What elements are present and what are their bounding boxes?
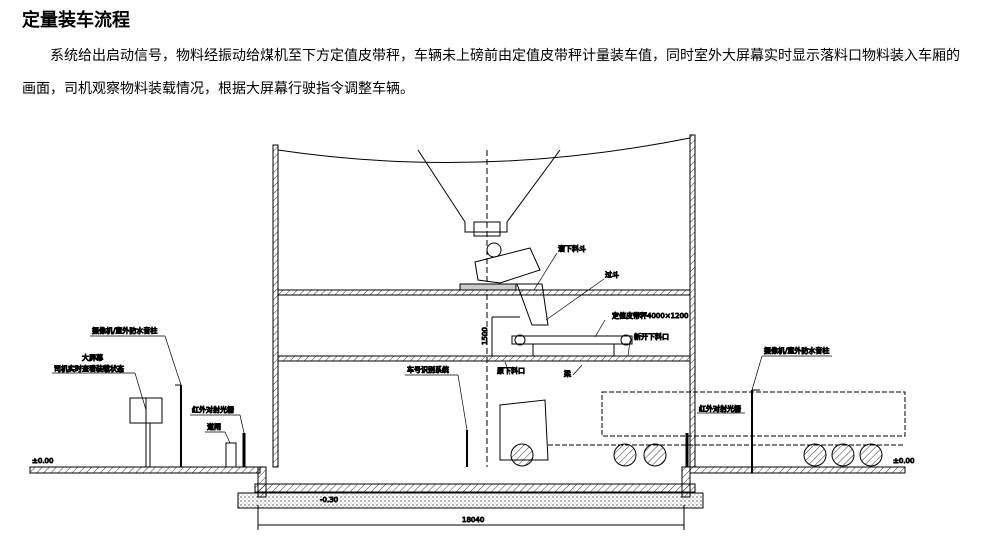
label-camera-right: 摄像机/室外防水音柱 — [764, 346, 829, 355]
building — [272, 134, 696, 468]
label-beam: 梁 — [564, 369, 571, 378]
label-ir-left: 红外对射光栅 — [192, 405, 234, 414]
dim-height: 1500 — [481, 327, 489, 345]
label-chute: 溜下料斗 — [558, 244, 586, 253]
truck — [499, 389, 906, 473]
ground — [29, 466, 906, 530]
label-belt-scale: 定值皮带秤4000×1200 — [612, 311, 689, 320]
label-big-screen: 大屏幕 — [82, 353, 103, 362]
elev-pit: -0.30 — [320, 496, 338, 504]
leader-lines — [52, 252, 832, 444]
label-transition: 过斗 — [605, 270, 619, 279]
dim-length: 18040 — [462, 516, 484, 524]
belt-scale-assembly — [491, 283, 633, 356]
elev-left: ±0.00 — [32, 457, 53, 465]
silo-hopper — [417, 149, 561, 291]
label-big-screen-desc: 司机实时查看装载状态 — [54, 364, 124, 373]
label-new-outlet: 新开下料口 — [634, 332, 669, 341]
label-plate-recognition: 车号识别系统 — [407, 365, 449, 374]
label-orig-outlet: 原下料口 — [497, 366, 525, 375]
label-camera-left: 摄像机/室外防水音柱 — [92, 326, 157, 335]
left-equipment — [129, 384, 468, 468]
description-paragraph: 系统给出启动信号，物料经振动给煤机至下方定值皮带秤，车辆未上磅前由定值皮带秤计量… — [22, 48, 960, 97]
page-title: 定量装车流程 — [22, 10, 130, 31]
label-gate: 道闸 — [207, 422, 221, 431]
label-ir-right: 红外对射光栅 — [699, 404, 741, 413]
elev-right: ±0.00 — [893, 457, 914, 465]
